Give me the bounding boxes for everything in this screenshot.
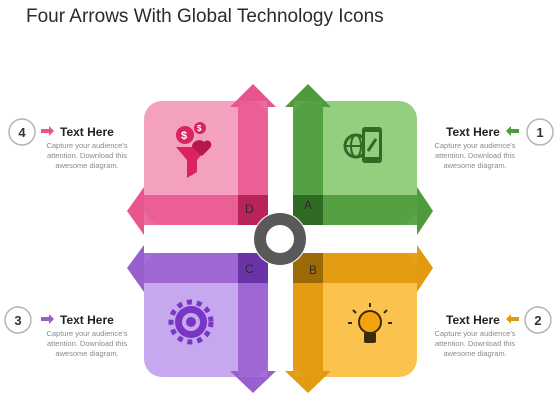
callout-4-description: Capture your audience's attention. Downl… — [46, 141, 128, 170]
callout-4-number: 4 — [18, 125, 26, 140]
svg-text:$: $ — [197, 124, 202, 133]
callout-4-marker: 4 — [8, 118, 54, 146]
arrow-left-pink — [127, 187, 144, 235]
callout-1-marker: 1 — [506, 118, 554, 146]
svg-text:$: $ — [181, 130, 187, 142]
callout-2-description: Capture your audience's attention. Downl… — [434, 329, 516, 358]
callout-1-description: Capture your audience's attention. Downl… — [434, 141, 516, 170]
lightbulb-icon — [348, 303, 392, 343]
callout-3-description: Capture your audience's attention. Downl… — [46, 329, 128, 358]
quadrant-letter-c: C — [245, 262, 254, 276]
callout-1-heading: Text Here — [446, 125, 500, 139]
arrow-up-pink — [230, 84, 276, 107]
quadrant-d: D $ $ — [127, 84, 276, 235]
quadrant-c: C — [127, 245, 276, 393]
callout-1-number: 1 — [536, 125, 543, 140]
arrow-up-green — [285, 84, 331, 107]
arrow-down-purple — [230, 371, 276, 393]
quadrant-a: A — [285, 84, 433, 235]
arrow-right-orange — [417, 245, 433, 292]
page-title: Four Arrows With Global Technology Icons — [26, 6, 384, 27]
callout-4-heading: Text Here — [60, 125, 114, 139]
arrow-right-small-purple — [41, 314, 54, 324]
arrow-left-small-orange — [506, 314, 519, 324]
gear-icon — [168, 299, 214, 345]
center-ring — [253, 212, 307, 266]
arrow-left-small-green — [506, 126, 519, 136]
arrow-right-small-pink — [41, 126, 54, 136]
money-funnel-icon: $ $ — [176, 122, 212, 178]
quadrant-letter-d: D — [245, 202, 254, 216]
callout-3-marker: 3 — [4, 306, 54, 334]
mobile-globe-link-icon — [343, 127, 382, 163]
quadrant-letter-a: A — [304, 198, 312, 212]
callout-3-number: 3 — [14, 313, 21, 328]
quadrant-letter-b: B — [309, 263, 317, 277]
callout-2-number: 2 — [534, 313, 541, 328]
quadrant-b: B — [285, 245, 433, 393]
callout-3-heading: Text Here — [60, 313, 114, 327]
arrow-right-green — [417, 187, 433, 235]
arrow-left-purple — [127, 245, 144, 292]
callout-2-marker: 2 — [506, 306, 552, 334]
callout-2-heading: Text Here — [446, 313, 500, 327]
arrow-down-orange — [285, 371, 331, 393]
